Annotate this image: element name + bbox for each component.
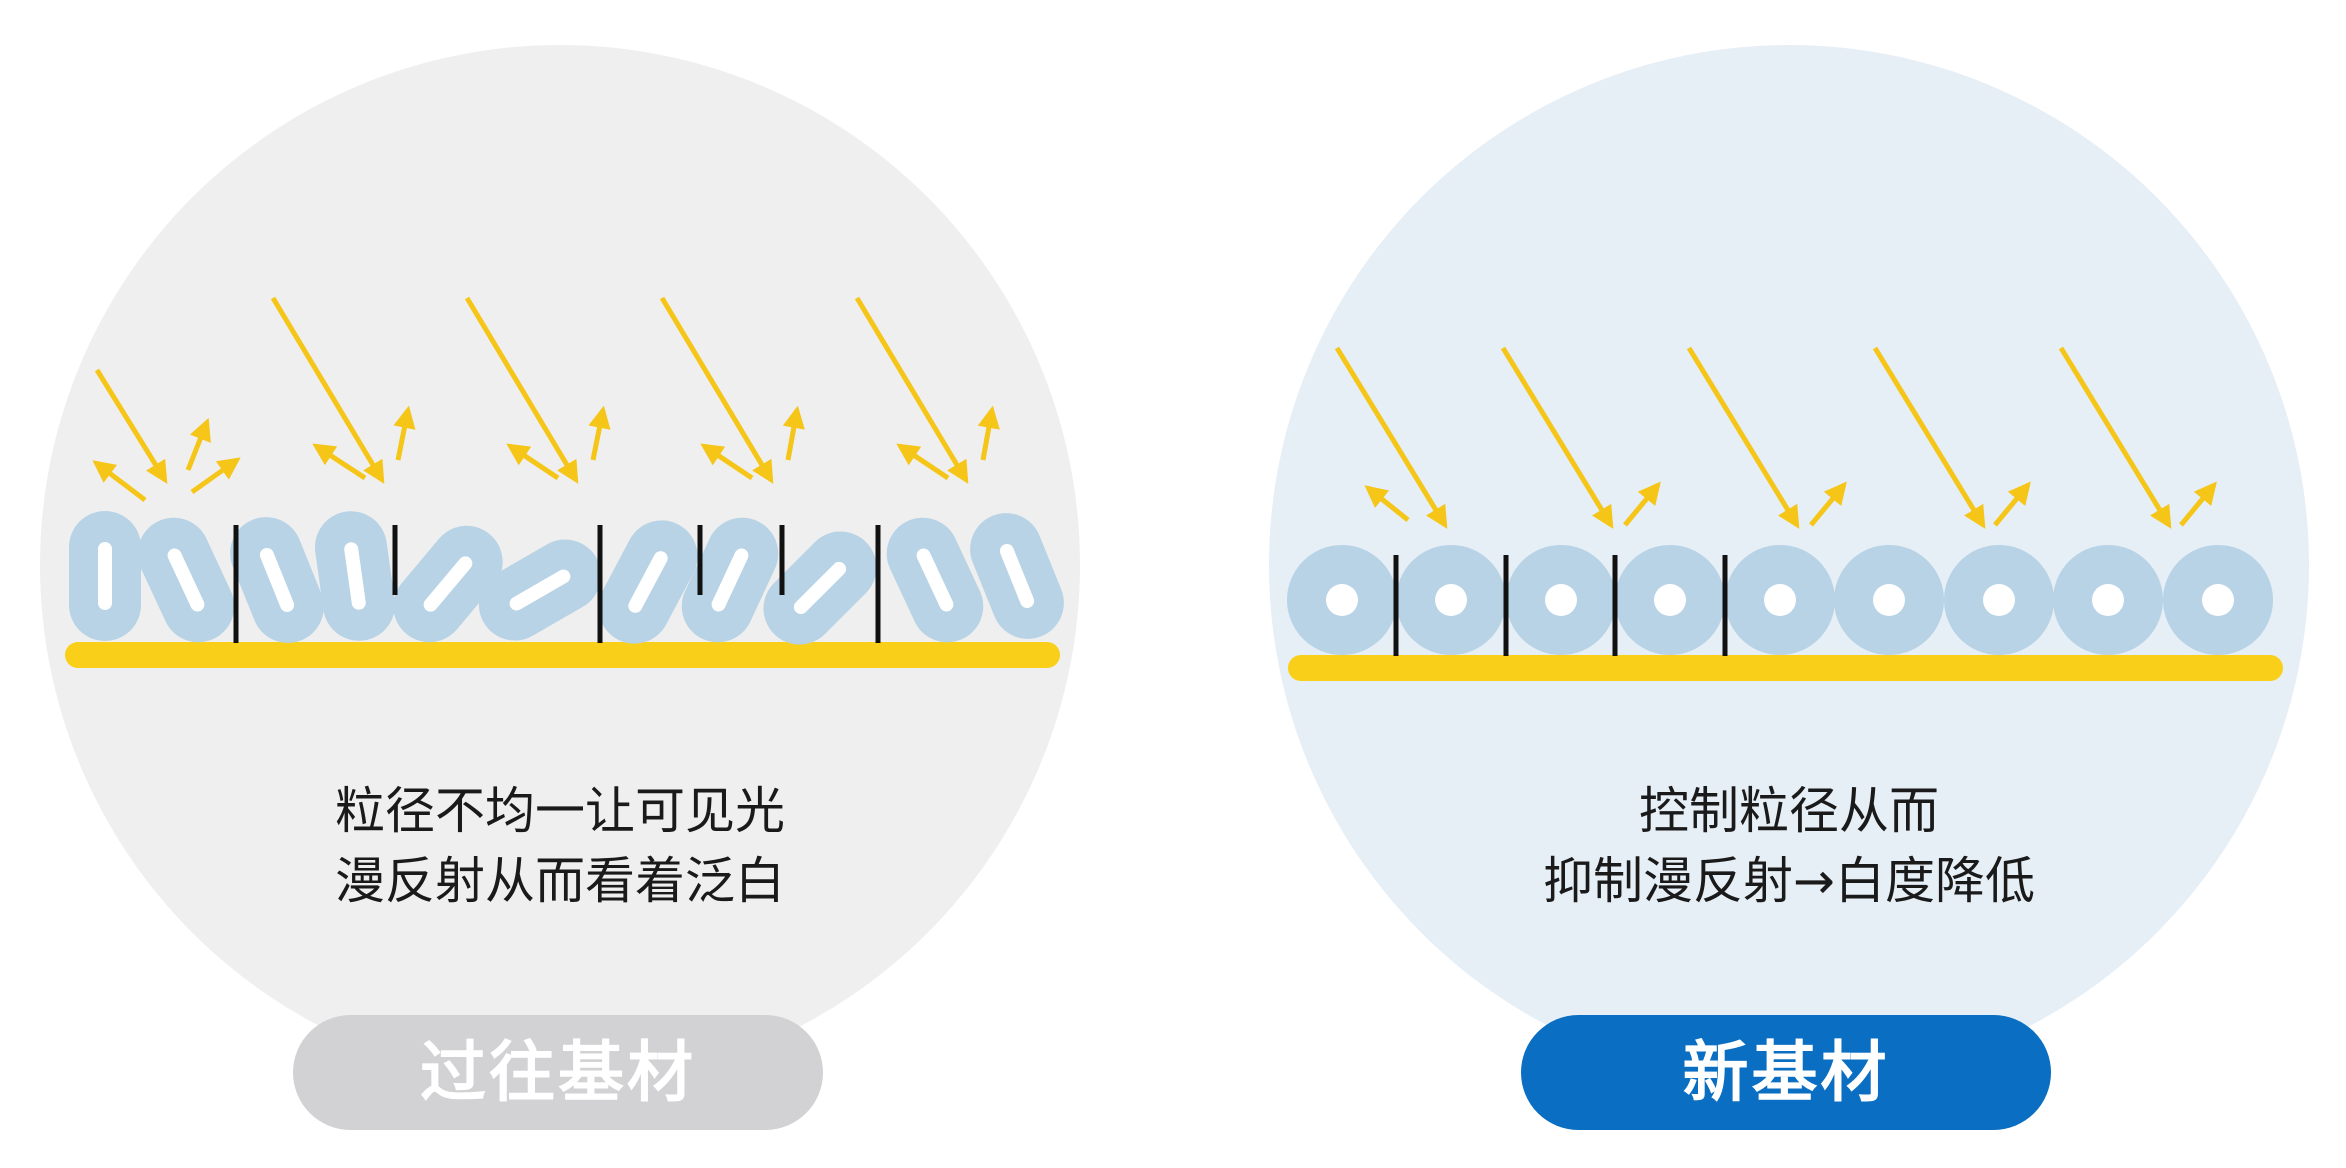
uniform-particles <box>1287 545 2273 655</box>
new-substrate-caption: 控制粒径从而 抑制漫反射→白度降低 <box>1269 776 2309 916</box>
new-substrate-label: 新基材 <box>1521 1015 2051 1130</box>
irregular-particles <box>69 511 1064 645</box>
incident-light-arrows <box>94 296 969 484</box>
old-substrate-panel: 粒径不均一让可见光 漫反射从而看着泛白 过往基材 <box>40 45 1080 1130</box>
substrate-bar <box>65 642 1060 668</box>
particle <box>69 511 141 641</box>
caption-line: 抑制漫反射→白度降低 <box>1543 852 2035 910</box>
particle <box>230 517 324 643</box>
old-substrate-illustration <box>65 296 1064 668</box>
particle <box>2053 545 2163 655</box>
particle <box>1725 545 1835 655</box>
particle <box>681 517 779 643</box>
particle <box>478 539 602 641</box>
reflected-light-arrows <box>1364 481 2217 527</box>
particle <box>137 517 235 643</box>
caption-line: 漫反射从而看着泛白 <box>335 852 785 910</box>
particle <box>886 517 984 643</box>
incident-light-arrows <box>1334 346 2172 529</box>
substrate-bar <box>1288 655 2283 681</box>
particle <box>1615 545 1725 655</box>
old-substrate-caption: 粒径不均一让可见光 漫反射从而看着泛白 <box>40 776 1080 916</box>
particle <box>1287 545 1397 655</box>
particle <box>1396 545 1506 655</box>
particle <box>393 525 503 643</box>
particle <box>1944 545 2054 655</box>
particle <box>763 531 877 645</box>
particle <box>970 513 1064 639</box>
gap-lines <box>233 525 881 643</box>
old-substrate-label: 过往基材 <box>293 1015 823 1130</box>
particle <box>598 520 698 644</box>
caption-line: 粒径不均一让可见光 <box>335 782 785 840</box>
particle <box>1506 545 1616 655</box>
gap-lines <box>1393 555 1728 656</box>
caption-line: 控制粒径从而 <box>1639 782 1939 840</box>
scattered-light-arrows <box>92 405 1000 502</box>
new-substrate-illustration <box>1287 346 2283 681</box>
particle <box>1834 545 1944 655</box>
new-substrate-panel: 控制粒径从而 抑制漫反射→白度降低 新基材 <box>1173 0 2346 1168</box>
particle <box>2163 545 2273 655</box>
particle <box>314 511 396 641</box>
